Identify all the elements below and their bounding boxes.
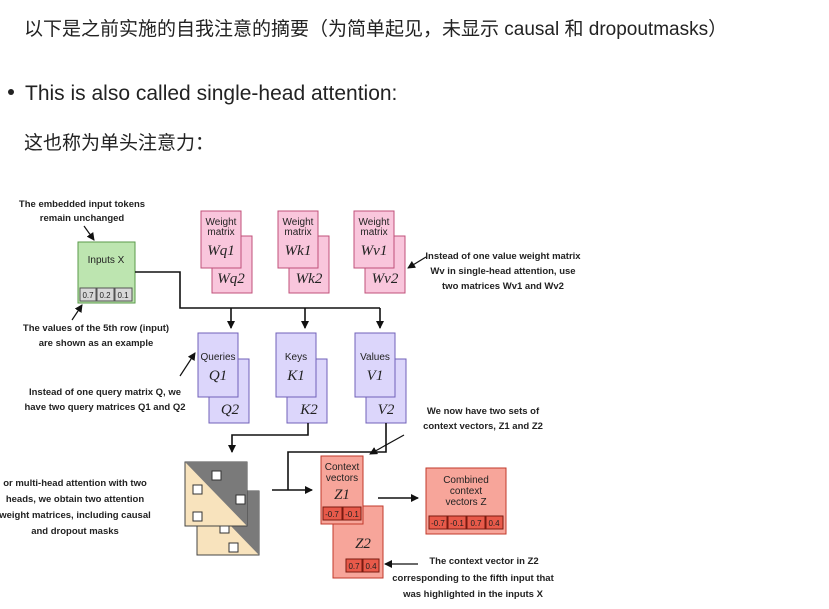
inputs-value-2: 0.2 [99, 291, 111, 300]
wv2-label: Wv2 [372, 271, 399, 287]
combined-context-vectors: Combined context vectors Z -0.7 -0.1 0.7… [425, 467, 507, 535]
combined-label-2: context [450, 486, 482, 497]
wq-matrix-text: matrix [207, 227, 234, 238]
ann-embedded-1: The embedded input tokens [19, 199, 145, 210]
wk-weight-text: Weight [283, 217, 314, 228]
bullet-dot [8, 89, 14, 96]
context-label-2: vectors [326, 473, 358, 484]
v1-label: V1 [367, 368, 384, 384]
combined-cell-3 [466, 515, 486, 530]
context-label-1: Context [325, 462, 360, 473]
arrow-embedded [83, 225, 95, 241]
ann-query-2: have two query matrices Q1 and Q2 [24, 402, 185, 413]
wq-weight-text: Weight [206, 217, 237, 228]
ann-context-z2-1: The context vector in Z2 [429, 556, 538, 567]
ann-multihead-3: weight matrices, including causal [0, 510, 151, 521]
k2-label: K2 [299, 402, 318, 418]
wv1-label: Wv1 [361, 243, 388, 259]
k1-label: K1 [286, 368, 305, 384]
inputs-label: Inputs X [88, 255, 125, 266]
ann-value-weight-1: Instead of one value weight matrix [425, 251, 581, 262]
ann-multihead-4: and dropout masks [31, 526, 119, 537]
arrow-two-sets [369, 434, 405, 455]
z2-value-2: 0.4 [365, 562, 377, 571]
inputs-cell-1 [79, 287, 97, 302]
ann-two-sets-1: We now have two sets of [427, 406, 540, 417]
bullet-text: This is also called single-head attentio… [25, 82, 398, 105]
ann-context-z2-3: was highlighted in the inputs X [402, 589, 544, 600]
queries-label: Queries [200, 352, 235, 363]
ann-context-z2-2: corresponding to the fifth input that [392, 573, 554, 584]
ann-value-weight-3: two matrices Wv1 and Wv2 [442, 281, 564, 292]
combined-value-3: 0.7 [470, 519, 482, 528]
inputs-cell-3 [114, 287, 133, 302]
weight-matrix-q: Wq2 Weight matrix Wq1 [200, 210, 253, 294]
multihead-attention-diagram: The embedded input tokens remain unchang… [0, 199, 581, 600]
z2-value-1: 0.7 [348, 562, 360, 571]
inputs-value-1: 0.7 [82, 291, 94, 300]
combined-value-1: -0.7 [431, 519, 445, 528]
wq1-label: Wq1 [207, 243, 235, 259]
inputs-cell-2 [96, 287, 115, 302]
bullet-item: This is also called single-head attentio… [8, 82, 397, 106]
z2-cell-1 [345, 558, 363, 573]
weight-matrix-v: Wv2 Weight matrix Wv1 [353, 210, 406, 294]
ann-embedded-2: remain unchanged [40, 213, 125, 224]
z1-cell-2 [342, 506, 362, 521]
z1-label: Z1 [334, 487, 350, 503]
inputs-value-3: 0.1 [117, 291, 129, 300]
ann-multihead-1: or multi-head attention with two [3, 478, 147, 489]
context-vectors: Z2 0.7 0.4 Context vectors Z1 -0.7 -0.1 [320, 455, 384, 579]
values-matrix: V2 Values V1 [354, 332, 407, 424]
ann-value-weight-2: Wv in single-head attention, use [430, 266, 575, 277]
ann-fifth-row-1: The values of the 5th row (input) [23, 323, 169, 334]
connector-inputs [135, 271, 380, 309]
arrow-fifth-row [71, 304, 83, 321]
ann-two-sets-2: context vectors, Z1 and Z2 [423, 421, 543, 432]
wv-weight-text: Weight [359, 217, 390, 228]
z1-cell-1 [322, 506, 343, 521]
ann-fifth-row-2: are shown as an example [39, 338, 154, 349]
values-label: Values [360, 352, 390, 363]
wq2-label: Wq2 [217, 271, 245, 287]
combined-cell-1 [428, 515, 448, 530]
intro-line-3: 这也称为单头注意力： [24, 133, 215, 154]
ann-query-1: Instead of one query matrix Q, we [29, 387, 181, 398]
wv-matrix-text: matrix [360, 227, 387, 238]
wk1-label: Wk1 [285, 243, 312, 259]
ann-multihead-2: heads, we obtain two attention [6, 494, 144, 505]
wk-matrix-text: matrix [284, 227, 311, 238]
combined-cell-4 [485, 515, 504, 530]
attention-weight-matrices [184, 461, 260, 556]
connector-qk-attention [228, 423, 309, 453]
weight-matrix-k: Wk2 Weight matrix Wk1 [277, 210, 330, 294]
combined-cell-2 [447, 515, 467, 530]
q2-label: Q2 [221, 402, 240, 418]
keys-matrix: K2 Keys K1 [275, 332, 328, 424]
connector-values [287, 423, 387, 490]
keys-label: Keys [285, 352, 307, 363]
z2-cell-2 [362, 558, 380, 573]
z2-label: Z2 [355, 536, 371, 552]
v2-label: V2 [378, 402, 395, 418]
q1-label: Q1 [209, 368, 227, 384]
combined-label-3: vectors Z [445, 497, 486, 508]
combined-value-4: 0.4 [488, 519, 500, 528]
wk2-label: Wk2 [296, 271, 323, 287]
queries-matrix: Q2 Queries Q1 [197, 332, 250, 424]
z1-value-1: -0.7 [325, 510, 339, 519]
intro-line-1: 以下是之前实施的自我注意的摘要（为简单起见，未显示 causal 和 dropo… [24, 19, 728, 40]
combined-value-2: -0.1 [450, 519, 464, 528]
arrow-value-weight [407, 256, 427, 269]
arrow-query [179, 352, 196, 377]
combined-label-1: Combined [443, 475, 489, 486]
z1-value-2: -0.1 [345, 510, 359, 519]
